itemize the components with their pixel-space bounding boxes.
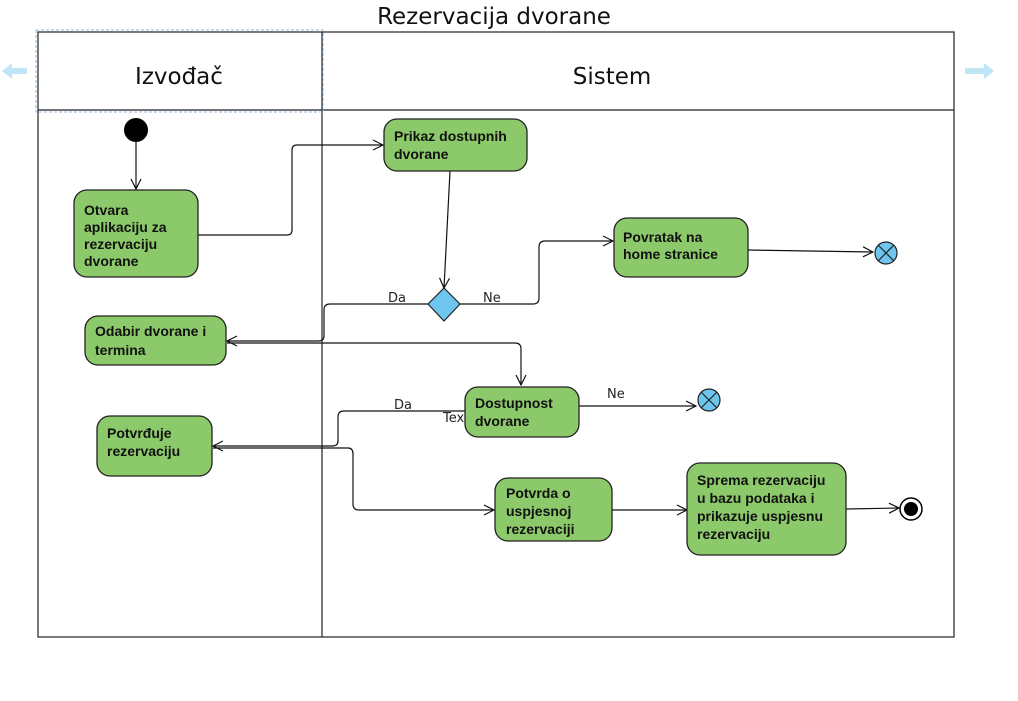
activity-potvrduje[interactable]: Potvrđuje rezervaciju — [96, 415, 213, 477]
edge-decision-to-povratak — [460, 241, 613, 305]
edge-label-ne-availability: Ne — [607, 387, 625, 402]
activity-sprema[interactable]: Sprema rezervaciju u bazu podataka i pri… — [686, 462, 847, 556]
arrow-right-icon[interactable] — [965, 63, 994, 79]
edge-label-ne-decision: Ne — [483, 291, 501, 306]
activity-otvara[interactable]: Otvara aplikaciju za rezervaciju dvorane — [73, 189, 199, 278]
activity-dostupnost-label: Dostupnost dvorane — [475, 395, 557, 429]
arrow-left-icon[interactable] — [2, 63, 27, 79]
edge-label-stray-text: Tex — [442, 411, 465, 426]
activity-prikaz-label: Prikaz dostupnih dvorane — [394, 128, 511, 162]
activity-potvrda-label: Potvrda o uspjesnoj rezervaciji — [506, 485, 575, 537]
flow-end-node-2[interactable] — [697, 388, 721, 412]
edge-prikaz-to-decision — [444, 170, 451, 288]
start-node[interactable] — [124, 118, 148, 142]
edge-povratak-to-end — [747, 250, 873, 252]
edge-dostupnost-to-potvrduje — [213, 410, 465, 446]
lane-label-izvodac: Izvođač — [135, 64, 223, 90]
activity-potvrda[interactable]: Potvrda o uspjesnoj rezervaciji — [494, 477, 613, 542]
activity-dostupnost[interactable]: Dostupnost dvorane — [464, 386, 580, 438]
edge-label-da-availability: Da — [394, 398, 412, 413]
edge-decision-to-odabir — [227, 303, 428, 341]
swimlane-pool — [35, 29, 955, 638]
selection-outline — [35, 29, 324, 113]
activity-sprema-label: Sprema rezervaciju u bazu podataka i pri… — [697, 472, 829, 542]
activity-prikaz[interactable]: Prikaz dostupnih dvorane — [383, 118, 528, 172]
activity-otvara-label: Otvara aplikaciju za rezervaciju dvorane — [84, 202, 170, 269]
activity-odabir-label: Odabir dvorane i termina — [95, 323, 210, 358]
edge-odabir-to-dostupnost — [227, 342, 521, 385]
flow-end-node-1[interactable] — [874, 241, 898, 265]
activity-povratak-label: Povratak na home stranice — [623, 229, 718, 262]
final-node[interactable] — [899, 497, 923, 521]
lane-label-sistem: Sistem — [573, 64, 652, 90]
activity-odabir[interactable]: Odabir dvorane i termina — [84, 315, 227, 366]
edge-potvrduje-to-potvrda — [213, 447, 494, 510]
edge-sprema-to-final — [845, 508, 899, 509]
edges — [136, 142, 899, 510]
edge-label-da-decision: Da — [388, 291, 406, 306]
edge-otvara-to-prikaz — [198, 145, 383, 236]
activity-povratak[interactable]: Povratak na home stranice — [613, 217, 749, 278]
diagram-title: Rezervacija dvorane — [377, 4, 611, 30]
decision-node[interactable] — [427, 287, 461, 322]
activity-potvrduje-label: Potvrđuje rezervaciju — [107, 425, 180, 459]
